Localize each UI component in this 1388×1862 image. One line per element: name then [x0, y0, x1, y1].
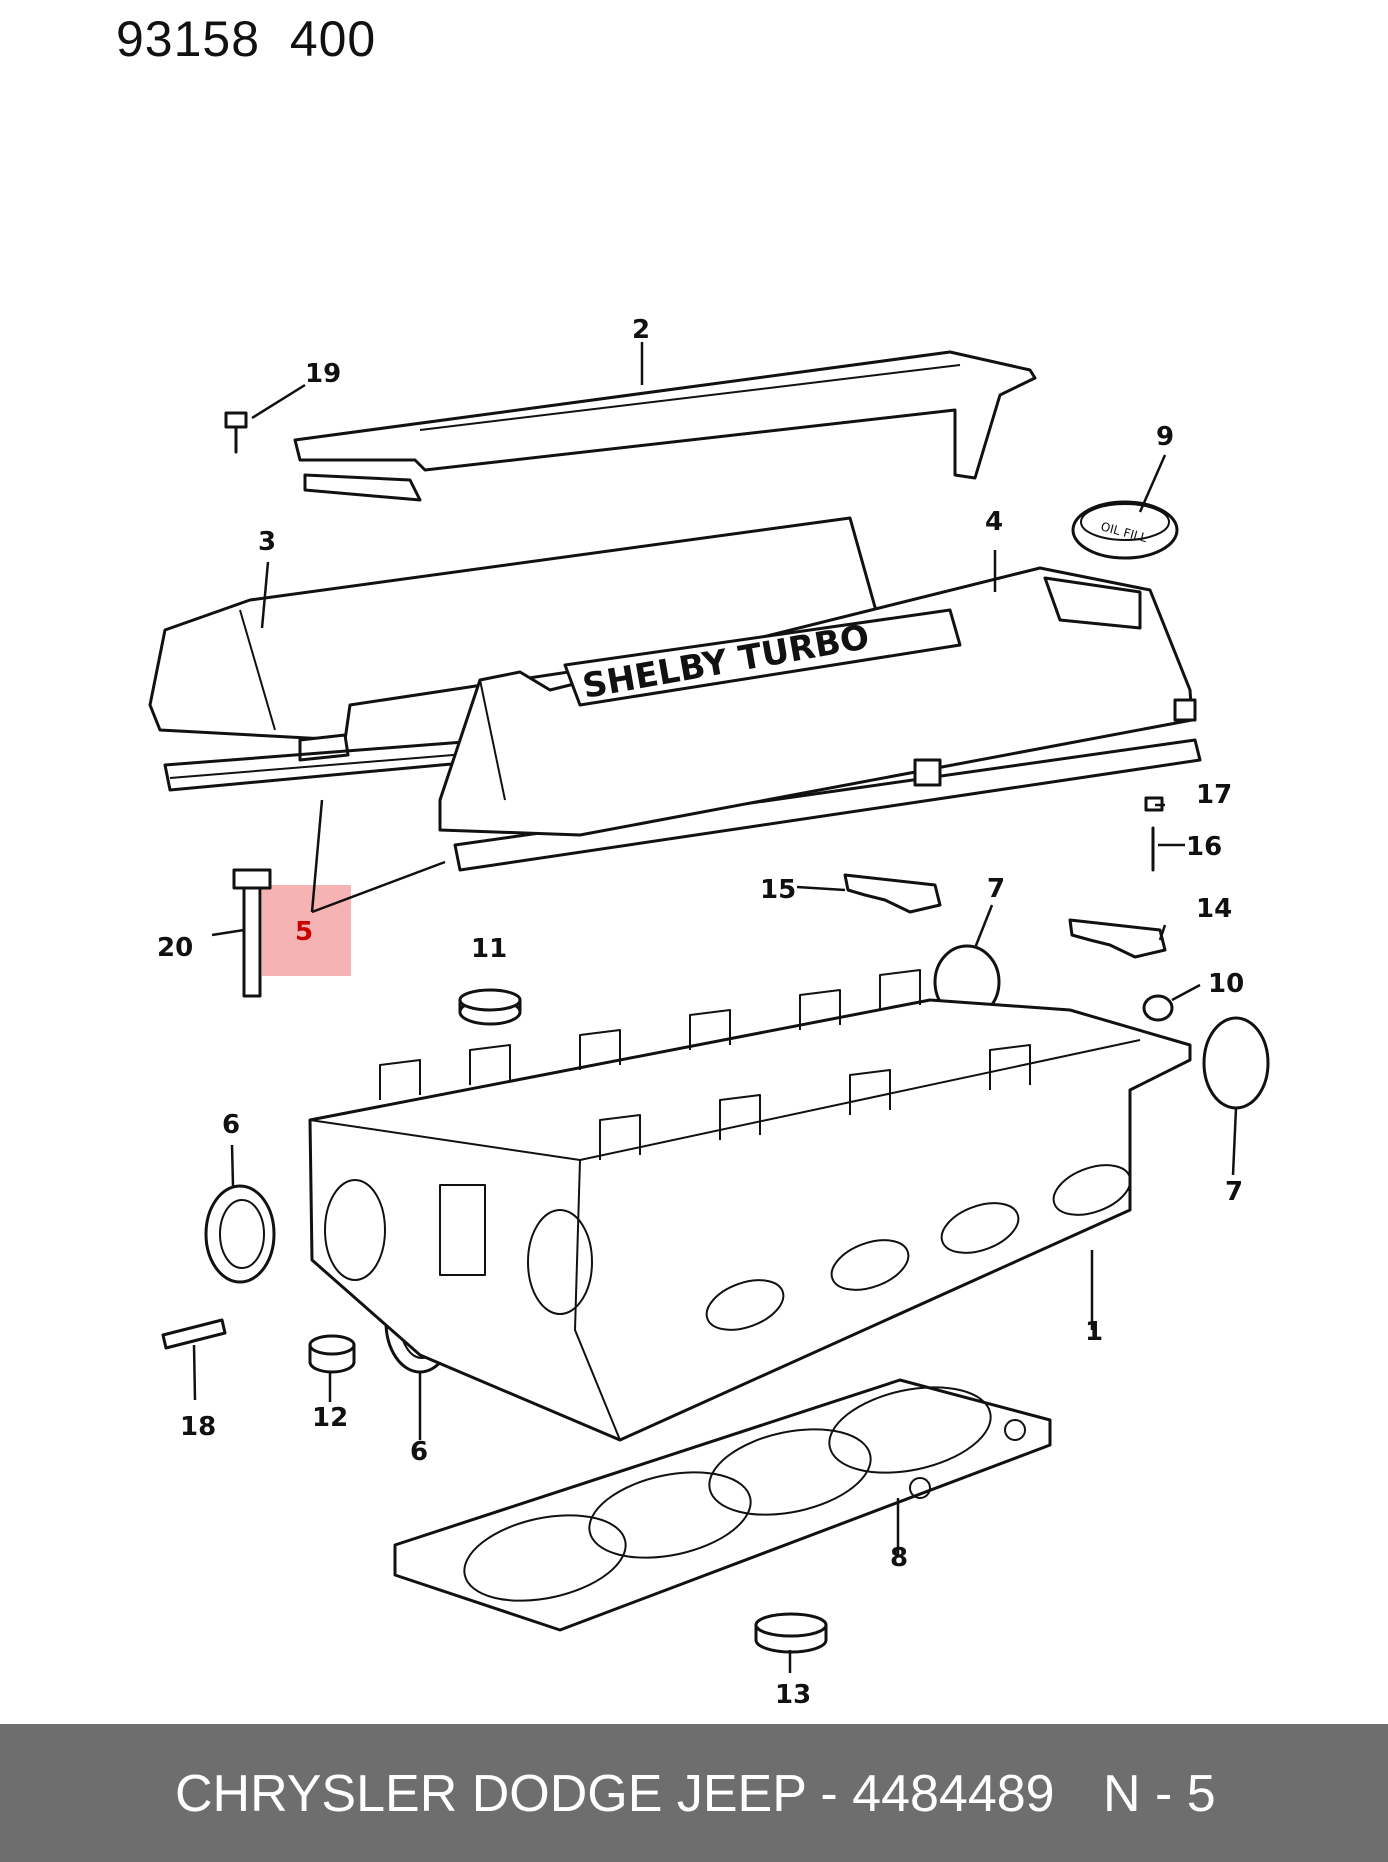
part-2-cover-trim[interactable]	[293, 350, 1037, 502]
callout-12: 12	[312, 1403, 348, 1433]
part-14-cam-bracket[interactable]	[1068, 918, 1167, 959]
callout-15: 15	[760, 875, 796, 905]
callout-14: 14	[1196, 894, 1232, 924]
callout-7-lower: 7	[1225, 1177, 1243, 1207]
callout-9: 9	[1156, 422, 1174, 452]
footer-diagram-reference: N - 5	[1103, 1765, 1216, 1823]
callout-6-left: 6	[222, 1110, 240, 1140]
callout-7-upper: 7	[987, 874, 1005, 904]
part-9-oil-fill-cap[interactable]: OIL FILL	[1071, 500, 1179, 560]
callout-16: 16	[1186, 832, 1222, 862]
part-19-bolt[interactable]	[224, 411, 248, 454]
part-8-head-gasket[interactable]	[393, 1374, 1052, 1632]
callout-2: 2	[632, 315, 650, 345]
callout-17: 17	[1196, 780, 1232, 810]
callout-1: 1	[1085, 1317, 1103, 1347]
callout-10: 10	[1208, 969, 1244, 999]
part-18-stud[interactable]	[161, 1318, 227, 1350]
callout-6-center: 6	[410, 1437, 428, 1467]
callout-5-highlighted: 5	[295, 917, 313, 947]
cylinder-head-exploded-diagram: SHELBY TURBO OIL FILL	[148, 315, 1270, 1710]
callout-18: 18	[180, 1412, 216, 1442]
part-20-head-bolt[interactable]	[232, 868, 272, 998]
part-13-plug[interactable]	[754, 1612, 828, 1654]
part-7-cam-plug-front[interactable]	[1202, 1016, 1270, 1110]
callout-3: 3	[258, 527, 276, 557]
footer-brand-part-number: CHRYSLER DODGE JEEP - 4484489	[175, 1765, 1055, 1823]
part-1-cylinder-head[interactable]	[308, 969, 1192, 1442]
callout-8: 8	[890, 1543, 908, 1573]
callout-20: 20	[157, 933, 193, 963]
highlight-box-part-5	[262, 885, 351, 976]
part-12-plug[interactable]	[308, 1334, 356, 1374]
callout-19: 19	[305, 359, 341, 389]
callout-11: 11	[471, 934, 507, 964]
part-15-cam-bracket[interactable]	[843, 873, 942, 914]
callout-13: 13	[775, 1680, 811, 1710]
part-3-valve-cover[interactable]	[148, 516, 882, 762]
part-10-plug[interactable]	[1142, 994, 1174, 1022]
callout-4: 4	[985, 507, 1003, 537]
part-6-seal-left[interactable]	[204, 1184, 276, 1284]
part-11-plug[interactable]	[458, 988, 522, 1026]
leader-lines	[192, 342, 1238, 1673]
diagram-header-code: 93158 400	[116, 11, 377, 67]
footer-bar: CHRYSLER DODGE JEEP - 4484489 N - 5	[0, 1724, 1388, 1862]
